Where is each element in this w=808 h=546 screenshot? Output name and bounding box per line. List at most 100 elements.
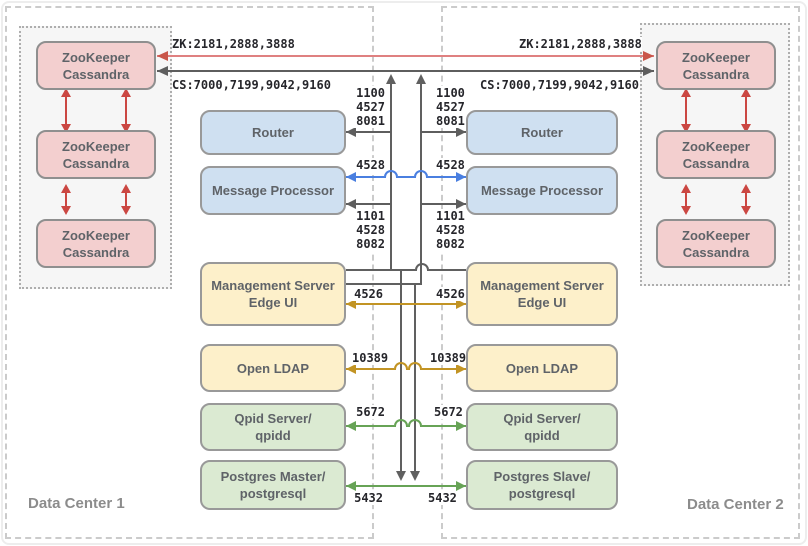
mgmt-elbow-segment [346, 269, 415, 271]
mgmt-downlink-line-left [400, 270, 402, 472]
dc2-qpid-node: Qpid Server/ qpidd [466, 403, 618, 451]
node-label: ZooKeeper [62, 138, 130, 154]
node-label: qpidd [524, 428, 560, 443]
datacenter2-label: Data Center 2 [687, 496, 784, 513]
dc2-message-processor-node: Message Processor [466, 166, 618, 215]
postgres-port-right: 5432 [428, 491, 457, 505]
down-arrowhead [121, 124, 131, 133]
mp-data-port-right: 4528 [436, 158, 465, 172]
line-jump [394, 362, 408, 370]
ldap-replication-line [422, 368, 466, 370]
datacenter2-region [441, 6, 800, 539]
node-label: Cassandra [62, 155, 130, 171]
mp-mgmt-port-left: 4528 [351, 223, 385, 237]
node-label: Cassandra [682, 155, 750, 171]
node-label: Postgres Slave/ [493, 469, 591, 484]
right-arrowhead [643, 65, 654, 76]
left-arrowhead [157, 65, 168, 76]
node-label: Message Processor [211, 183, 335, 198]
mgmt-server-line [346, 303, 466, 305]
left-arrowhead [346, 421, 356, 431]
line-jump [414, 170, 428, 178]
right-arrowhead [456, 481, 466, 491]
line-jump [394, 419, 408, 427]
postgres-port-left: 5432 [349, 491, 383, 505]
router-port-left: 8081 [351, 114, 385, 128]
datacenter1-region [5, 6, 374, 539]
dc2-router-node: Router [466, 110, 618, 155]
right-arrowhead [456, 364, 466, 374]
mp-data-line [428, 176, 466, 178]
down-arrowhead [61, 124, 71, 133]
node-label: postgresql [508, 486, 576, 501]
node-label: ZooKeeper [682, 138, 750, 154]
up-arrowhead [386, 74, 396, 84]
up-arrowhead [741, 88, 751, 97]
up-arrowhead [416, 74, 426, 84]
ldap-port-left: 10389 [352, 351, 389, 365]
right-arrowhead [456, 421, 466, 431]
up-arrowhead [681, 88, 691, 97]
node-label: Qpid Server/ [503, 411, 581, 426]
mp-mgmt-port-right: 1101 [436, 209, 465, 223]
up-arrowhead [121, 184, 131, 193]
up-arrowhead [61, 88, 71, 97]
down-arrowhead [681, 124, 691, 133]
cs-ports-label-left: CS:7000,7199,9042,9160 [172, 78, 331, 92]
node-label: Qpid Server/ [234, 411, 312, 426]
down-arrowhead [741, 206, 751, 215]
dc1-router-node: Router [200, 110, 346, 155]
left-arrowhead [346, 172, 356, 182]
zk-ports-label-right: ZK:2181,2888,3888 [519, 37, 642, 51]
qpid-line [346, 425, 394, 427]
left-arrowhead [346, 199, 356, 209]
dc2-zk-cassandra-node-2: ZooKeeper Cassandra [656, 130, 776, 179]
dc2-postgres-slave-node: Postgres Slave/ postgresql [466, 460, 618, 510]
mp-mgmt-port-right: 4528 [436, 223, 465, 237]
mp-data-port-left: 4528 [351, 158, 385, 172]
dc1-zk-cassandra-node-2: ZooKeeper Cassandra [36, 130, 156, 179]
node-label: ZooKeeper [62, 49, 130, 65]
mgmt-port-right: 4526 [436, 287, 465, 301]
dc1-zk-cassandra-node-1: ZooKeeper Cassandra [36, 41, 156, 90]
right-arrowhead [456, 172, 466, 182]
node-label: Cassandra [682, 66, 750, 82]
line-jump [408, 362, 422, 370]
node-label: Edge UI [517, 295, 567, 310]
left-arrowhead [346, 481, 356, 491]
down-arrowhead [410, 471, 420, 481]
node-label: Cassandra [682, 244, 750, 260]
node-label: Router [521, 125, 563, 140]
qpid-port-left: 5672 [351, 405, 385, 419]
up-arrowhead [741, 184, 751, 193]
mgmt-uplink-line-right [420, 84, 422, 285]
node-label: ZooKeeper [682, 49, 750, 65]
node-label: Postgres Master/ [220, 469, 326, 484]
down-arrowhead [396, 471, 406, 481]
up-arrowhead [121, 88, 131, 97]
cs-ports-label-right: CS:7000,7199,9042,9160 [480, 78, 639, 92]
dc2-zk-cassandra-node-3: ZooKeeper Cassandra [656, 219, 776, 268]
dc1-openldap-node: Open LDAP [200, 344, 346, 392]
line-jump [384, 170, 398, 178]
line-jump [408, 419, 422, 427]
mgmt-elbow-segment [346, 283, 422, 285]
left-arrowhead [346, 299, 356, 309]
mgmt-port-left: 4526 [349, 287, 383, 301]
down-arrowhead [61, 206, 71, 215]
node-label: Message Processor [480, 183, 604, 198]
dc2-zk-cassandra-node-1: ZooKeeper Cassandra [656, 41, 776, 90]
mgmt-downlink-line-right [414, 284, 416, 472]
qpid-line [422, 425, 466, 427]
router-mgmt-arrow-left [346, 131, 391, 133]
router-mgmt-arrow-right [421, 131, 466, 133]
dc1-message-processor-node: Message Processor [200, 166, 346, 215]
mp-mgmt-arrow-right [421, 203, 466, 205]
postgres-replication-line [346, 485, 466, 487]
dc1-zk-cassandra-node-3: ZooKeeper Cassandra [36, 219, 156, 268]
up-arrowhead [61, 184, 71, 193]
dc1-management-server-node: Management Server Edge UI [200, 262, 346, 326]
cluster-link [745, 192, 747, 207]
datacenter1-label: Data Center 1 [28, 495, 125, 512]
cluster-link [65, 192, 67, 207]
